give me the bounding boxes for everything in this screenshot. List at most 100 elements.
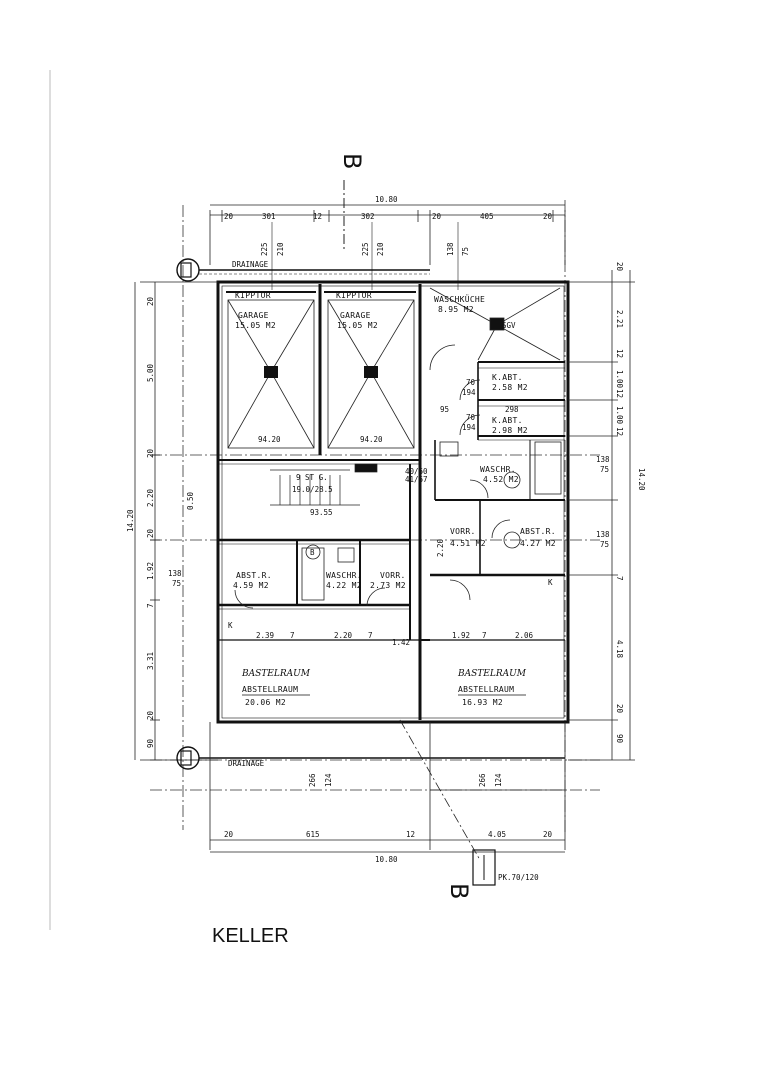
- top-dim: 20: [432, 212, 442, 221]
- abstellraum-right-hand: BASTELRAUM: [457, 669, 527, 679]
- right-dimension-line: [568, 270, 635, 761]
- stair-level: 93.55: [310, 508, 333, 517]
- garage-left-level: 94.20: [258, 435, 281, 444]
- waschkueche-fixture: SGV: [502, 321, 516, 330]
- wk-vert-dim: 138: [446, 242, 455, 256]
- left-dim: 90: [146, 738, 155, 748]
- garage-right-name: GARAGE: [340, 311, 371, 320]
- left-dim: 3.31: [146, 652, 155, 670]
- abstr-left-name: ABST.R.: [236, 571, 272, 580]
- left-extra-dim: 75: [172, 579, 181, 588]
- lower-right-dim: 2.06: [515, 631, 534, 640]
- top-dim: 20: [224, 212, 234, 221]
- waschr-right-name: WASCHR.: [480, 465, 516, 474]
- left-dim: 7: [146, 603, 155, 608]
- bottom-dim: 20: [224, 830, 234, 839]
- misc-label: 2.20: [436, 538, 445, 557]
- waschkueche-area: 8.95 M2: [438, 305, 474, 314]
- right-dim: 4.18: [615, 640, 624, 659]
- bottom-vert-dim: 124: [324, 773, 333, 787]
- right-dim: 20: [615, 704, 624, 714]
- inspection-chamber-label: PK.70/120: [498, 873, 539, 882]
- abstellraum-right-area: 16.93 M2: [462, 698, 503, 707]
- bottom-dim: 4.05: [488, 830, 506, 839]
- lower-left-dim: 7: [368, 631, 373, 640]
- kabt1-area: 2.58 M2: [492, 383, 528, 392]
- right-dim: 7: [615, 576, 624, 581]
- garage-right-level: 94.20: [360, 435, 383, 444]
- misc-label: B: [310, 548, 315, 557]
- lower-left-dim: 2.39: [256, 631, 274, 640]
- misc-label: 41/67: [405, 475, 428, 484]
- abstr-right-area: 4.27 M2: [520, 539, 556, 548]
- drainage-bottom: [176, 746, 565, 770]
- garage-right-door: KIPPTOR: [336, 291, 372, 300]
- kabt1-door: 70: [466, 378, 476, 387]
- garage-vert-dim: 210: [376, 242, 385, 256]
- wk-vert-dim: 75: [461, 247, 470, 256]
- top-total-dim: 10.80: [375, 195, 398, 204]
- top-dim: 12: [313, 212, 322, 221]
- kabt1-door2: 194: [462, 388, 476, 397]
- drainage-label-bottom: DRAINAGE: [228, 759, 265, 768]
- right-dim: 12: [615, 349, 624, 358]
- abstellraum-left-area: 20.06 M2: [245, 698, 286, 707]
- abstellraum-right-name: ABSTELLRAUM: [458, 685, 514, 694]
- left-total-dim: 14.20: [126, 509, 135, 532]
- vorr-right-area: 4.51 M2: [450, 539, 486, 548]
- vorr-left-name: VORR.: [380, 571, 406, 580]
- garage-left-area: 15.05 M2: [235, 321, 276, 330]
- bottom-dim: 20: [543, 830, 553, 839]
- abstellraum-left-hand: BASTELRAUM: [241, 669, 311, 679]
- right-dim: 1.00: [615, 370, 624, 389]
- left-dim: 20: [146, 528, 155, 538]
- door-swings: [234, 344, 511, 609]
- inspection-chamber: [472, 849, 496, 886]
- top-dim: 302: [361, 212, 375, 221]
- misc-label: 0.50: [186, 491, 195, 510]
- left-dim: 2.20: [146, 488, 155, 507]
- bottom-total-dim: 10.80: [375, 855, 398, 864]
- right-dim: 75: [600, 465, 609, 474]
- waschr-left-area: 4.22 M2: [326, 581, 362, 590]
- abstr-right-name: ABST.R.: [520, 527, 556, 536]
- top-dim: 20: [543, 212, 553, 221]
- left-dimension-line: [134, 281, 218, 761]
- kabt2-name: K.ABT.: [492, 416, 523, 425]
- garage-left-door: KIPPTOR: [235, 291, 271, 300]
- garage-drain-left: [264, 366, 278, 378]
- abstellraum-left-name: ABSTELLRAUM: [242, 685, 298, 694]
- left-dim: 1.92: [146, 562, 155, 580]
- right-dim: 12: [615, 427, 624, 436]
- waschr-left-name: WASCHR.: [326, 571, 362, 580]
- top-dim: 405: [480, 212, 494, 221]
- fixtures: [301, 441, 562, 601]
- right-dim: 2.21: [615, 310, 624, 328]
- section-marker-top: B: [338, 153, 366, 169]
- section-marker-bottom: B: [445, 883, 473, 899]
- vorr-right-name: VORR.: [450, 527, 476, 536]
- plan-title: KELLER: [212, 925, 289, 947]
- garage-top-dims: [271, 222, 459, 290]
- garage-vert-dim: 225: [361, 242, 370, 256]
- lower-right-dim: 7: [482, 631, 487, 640]
- left-dim: 20: [146, 448, 155, 458]
- lower-right-dim: 1.92: [452, 631, 470, 640]
- right-dim: 138: [596, 455, 610, 464]
- right-dim: 90: [615, 734, 624, 744]
- bottom-dim: 615: [306, 830, 320, 839]
- garage-right-area: 15.05 M2: [337, 321, 378, 330]
- misc-label: 1.42: [392, 638, 410, 647]
- bottom-vert-dim: 266: [478, 773, 487, 787]
- left-dim: 20: [146, 296, 155, 306]
- garage-slope-lines: [227, 299, 415, 449]
- vorr-left-area: 2.73 M2: [370, 581, 406, 590]
- garage-vert-dim: 210: [276, 242, 285, 256]
- kabt1-name: K.ABT.: [492, 373, 523, 382]
- misc-label: K: [548, 578, 553, 587]
- right-dim: 138: [596, 530, 610, 539]
- kabt2-door: 70: [466, 413, 476, 422]
- lower-left-dim: 7: [290, 631, 295, 640]
